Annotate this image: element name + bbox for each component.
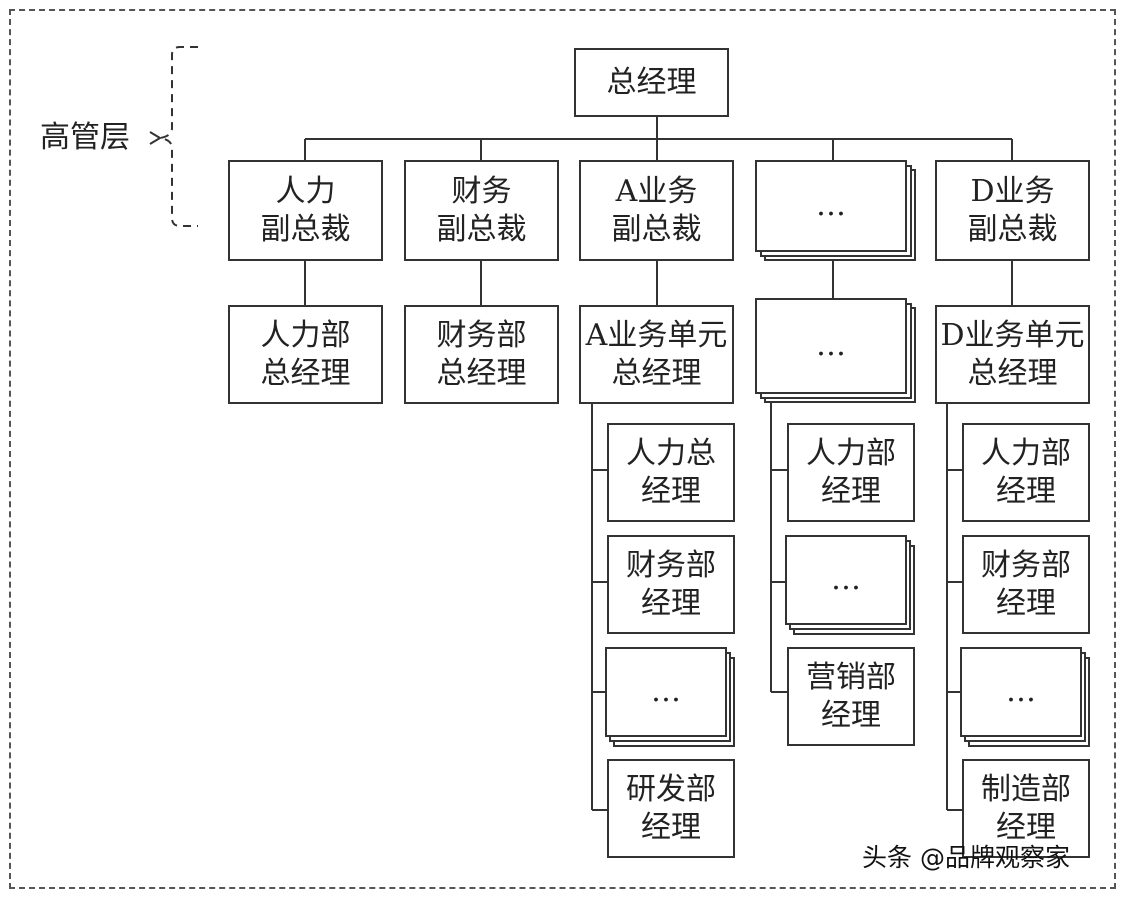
unit-node-hr: 人力部 总经理 [228, 305, 383, 404]
vp-node-business-a: A业务 副总裁 [579, 160, 734, 261]
d-child-finance: 财务部 经理 [962, 535, 1090, 634]
a-child-rd: 研发部 经理 [607, 759, 735, 858]
diagram-frame [9, 9, 1116, 889]
a-child-more: … [605, 647, 727, 737]
a-child-hr: 人力总 经理 [607, 423, 735, 522]
mid-child-more: … [785, 535, 907, 625]
root-node: 总经理 [574, 48, 729, 117]
d-child-manufacturing: 制造部 经理 [962, 759, 1090, 858]
mid-child-marketing: 营销部 经理 [787, 647, 915, 746]
mid-child-hr: 人力部 经理 [787, 423, 915, 522]
d-child-more: … [960, 647, 1082, 737]
unit-node-finance: 财务部 总经理 [404, 305, 559, 404]
vp-node-business-d: D业务 副总裁 [935, 160, 1090, 261]
vp-node-hr: 人力 副总裁 [228, 160, 383, 261]
watermark: 头条 @品牌观察家 [862, 843, 1070, 872]
vp-node-more: … [755, 160, 907, 252]
vp-node-finance: 财务 副总裁 [404, 160, 559, 261]
unit-node-business-d: D业务单元 总经理 [935, 305, 1090, 404]
unit-node-more: … [755, 298, 907, 394]
d-child-hr: 人力部 经理 [962, 423, 1090, 522]
senior-management-label: 高管层 [40, 120, 130, 155]
unit-node-business-a: A业务单元 总经理 [579, 305, 734, 404]
a-child-finance: 财务部 经理 [607, 535, 735, 634]
